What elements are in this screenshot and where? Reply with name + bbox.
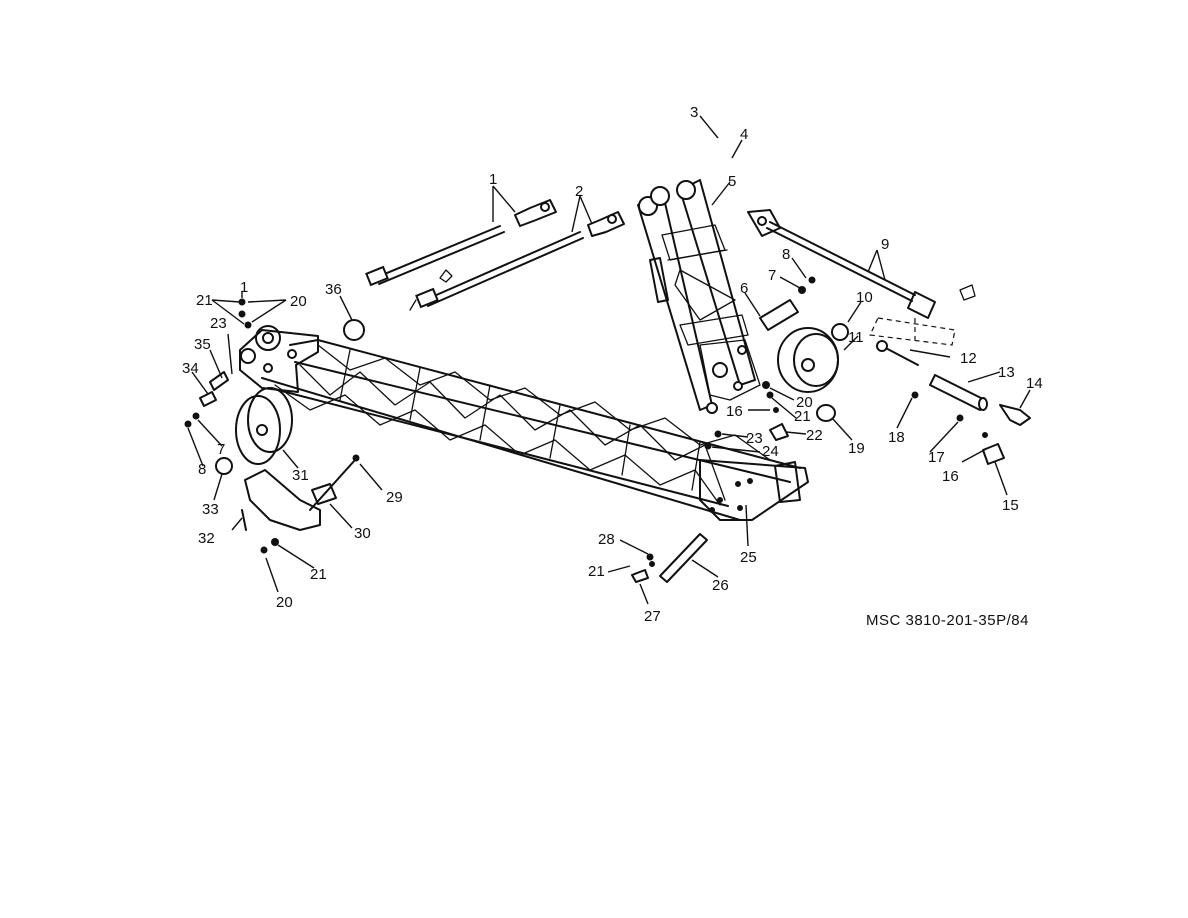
callout-19: 19 <box>848 440 865 457</box>
callout-13: 13 <box>998 364 1015 381</box>
right-pendant-assembly <box>704 209 1031 465</box>
callout-11: 11 <box>848 329 864 346</box>
callout-14: 14 <box>1026 375 1043 392</box>
callout-34: 34 <box>182 360 199 377</box>
callout-21-head: 21 <box>588 563 605 580</box>
callout-29: 29 <box>386 489 403 506</box>
callout-22: 22 <box>806 427 823 444</box>
leader-lines <box>187 115 1031 605</box>
callout-28: 28 <box>598 531 615 548</box>
callout-10: 10 <box>856 289 873 306</box>
callout-17: 17 <box>928 449 945 466</box>
callout-36: 36 <box>325 281 342 298</box>
callout-7-left: 7 <box>217 441 225 458</box>
heel-end-parts <box>184 298 365 554</box>
callout-35: 35 <box>194 336 211 353</box>
callout-31: 31 <box>292 467 309 484</box>
boom-lattice <box>239 325 809 521</box>
callout-20-top: 20 <box>290 293 307 310</box>
pendant-rods <box>365 199 625 311</box>
callout-4: 4 <box>740 126 748 143</box>
callout-26: 26 <box>712 577 729 594</box>
callout-labels: 1 2 3 4 5 6 7 8 9 10 11 12 13 14 15 16 1… <box>182 104 1043 625</box>
callout-23-left: 23 <box>210 315 227 332</box>
head-end-parts <box>631 533 708 583</box>
callout-7-right: 7 <box>768 267 776 284</box>
callout-30: 30 <box>354 525 371 542</box>
callout-2: 2 <box>575 183 583 200</box>
callout-27: 27 <box>644 608 661 625</box>
gantry-frame <box>637 179 761 414</box>
callout-23-right: 23 <box>746 430 763 447</box>
callout-1-top: 1 <box>240 279 248 296</box>
callout-3: 3 <box>690 104 698 121</box>
callout-6: 6 <box>740 280 748 297</box>
callout-25: 25 <box>740 549 757 566</box>
callout-20-right: 20 <box>796 394 813 411</box>
callout-16-right: 16 <box>942 468 959 485</box>
callout-21-right: 21 <box>794 408 811 425</box>
callout-12: 12 <box>960 350 977 367</box>
callout-21-bottom: 21 <box>310 566 327 583</box>
callout-18: 18 <box>888 429 905 446</box>
callout-8-left: 8 <box>198 461 206 478</box>
callout-21-top: 21 <box>196 292 213 309</box>
callout-15: 15 <box>1002 497 1019 514</box>
callout-8-right: 8 <box>782 246 790 263</box>
callout-9: 9 <box>881 236 889 253</box>
callout-24: 24 <box>762 443 779 460</box>
figure-reference: MSC 3810-201-35P/84 <box>866 612 1029 629</box>
callout-1: 1 <box>489 171 497 188</box>
callout-5: 5 <box>728 173 736 190</box>
callout-32: 32 <box>198 530 215 547</box>
callout-16-left: 16 <box>726 403 743 420</box>
callout-33: 33 <box>202 501 219 518</box>
callout-20-bottom: 20 <box>276 594 293 611</box>
